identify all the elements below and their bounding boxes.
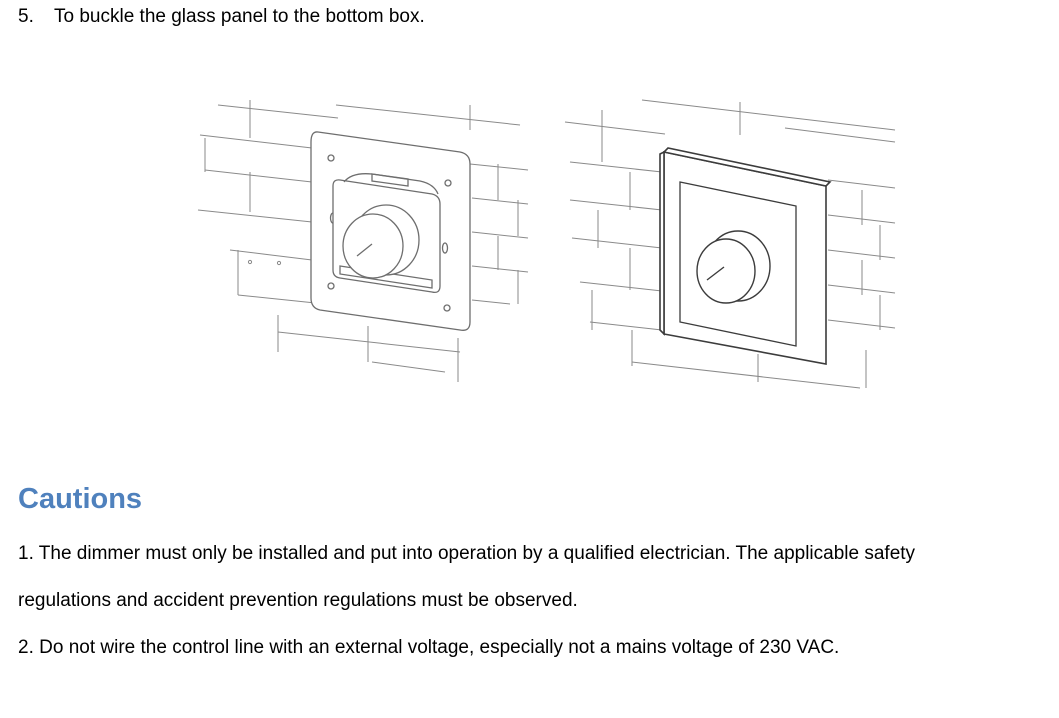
installation-figure (0, 90, 1059, 400)
left-dimmer-knob-illustration (342, 204, 420, 279)
left-wall-screws-illustration (247, 259, 282, 266)
caution-item-2: 2. Do not wire the control line with an … (18, 637, 840, 658)
right-brick-wall-illustration (564, 99, 896, 389)
step-5: 5. To buckle the glass panel to the botto… (18, 5, 425, 29)
caution-item-1-line-2: regulations and accident prevention regu… (18, 590, 578, 611)
installation-illustration (197, 99, 896, 389)
step-text: To buckle the glass panel to the bottom … (54, 6, 425, 27)
left-brick-wall-illustration (197, 100, 529, 382)
caution-item-1-line-1: 1. The dimmer must only be installed and… (18, 543, 916, 564)
right-dimmer-knob-illustration (696, 230, 771, 304)
step-number: 5. (18, 6, 34, 27)
cautions-heading: Cautions (18, 483, 143, 515)
